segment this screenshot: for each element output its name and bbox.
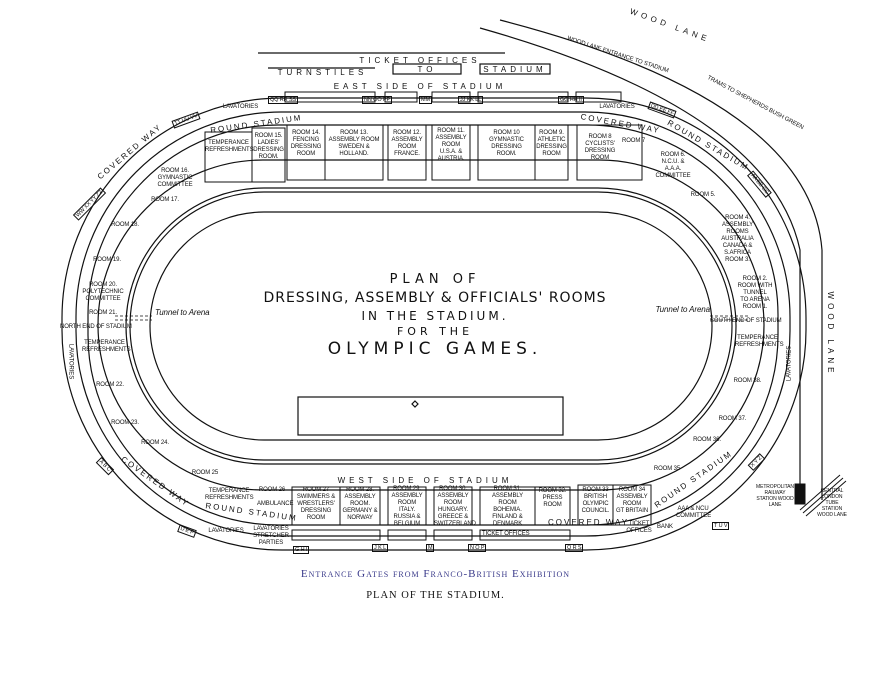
railway-stations [794,474,847,517]
north-end-label: NORTH END OF STADIUM [60,324,132,330]
room-38: ROOM 38. [733,378,762,384]
tunnel-to-arena-north: Tunnel to Arena [155,308,210,317]
room-31: ROOM 31. ASSEMBLY ROOM BOHEMIA. FINLAND … [491,486,524,527]
gate-n-o-p[interactable]: N O P [468,544,487,552]
ticket-offices-west: TICKET OFFICES [482,531,530,537]
room-29: ROOM 29. ASSEMBLY ROOM ITALY. RUSSIA & B… [391,486,423,527]
west-rooms [291,484,652,541]
south-end-label: SOUTH END OF STADIUM [710,318,782,324]
ticket-office-lines [258,52,551,75]
gate-g-h-i[interactable]: G H I [293,546,310,554]
room-4-3: ROOM 4. ASSEMBLY ROOMS AUSTRALIA CANADA … [721,215,754,263]
room-12: ROOM 12. ASSEMBLY ROOM FRANCE. [391,130,423,157]
gate-m[interactable]: M [426,544,435,552]
lavatories-south: LAVATORIES [786,345,793,382]
lavatories-north: LAVATORIES [67,343,74,380]
central-london-station-label: CENTRAL LONDON TUBE STATION WOOD LANE [817,488,847,518]
room-18: ROOM 18. [111,222,139,228]
room-2-1: ROOM 2. ROOM WITH TUNNEL TO ARENA ROOM 1… [737,276,773,310]
room-28: ROOM 28. ASSEMBLY ROOM. GERMANY & NORWAY [342,487,378,521]
east-rooms [204,91,643,183]
room-11: ROOM 11. ASSEMBLY ROOM U.S.A. & AUSTRIA. [435,128,467,162]
plan-title-line2: DRESSING, ASSEMBLY & OFFICIALS' ROOMS [263,290,607,306]
field-enclosure [297,396,564,436]
east-side-label: EAST SIDE OF STADIUM [333,82,507,91]
track-inner [129,191,733,461]
gate-j-k-l[interactable]: J K L [372,544,389,552]
room-37: ROOM 37. [718,416,747,422]
field-marker [411,400,419,408]
gate-q-r-s[interactable]: Q R S [565,544,584,552]
covered-way-sw2: COVERED WAY [548,518,630,527]
gate-qq-rr-ss[interactable]: QQ RR SS [268,96,299,104]
room-32: ROOM 32. PRESS ROOM [538,488,567,508]
room-19: ROOM 19. [93,257,121,263]
room-25: ROOM 25 [191,470,219,476]
room-34: ROOM 34 ASSEMBLY ROOM GT BRITAIN [615,487,649,514]
room-24: ROOM 24. [141,440,169,446]
room-33: ROOM 33 BRITISH OLYMPIC COUNCIL. [581,487,610,514]
lavatories-west: LAVATORIES [208,528,244,534]
room-temperance-sw: TEMPERANCE REFRESHMENTS [205,488,254,501]
room-temperance-ne: TEMPERANCE REFRESHMENTS [205,140,254,153]
room-5: ROOM 5. [690,192,716,198]
wood-lane-side-label: WOOD LANE [826,291,835,377]
ticket-offices-sw: TICKET OFFICES [626,521,652,534]
room-20-21: ROOM 20. POLYTECHNIC COMMITTEE ROOM 21. [82,282,124,316]
gate-jj-kk-ll[interactable]: JJ KK LL [458,96,484,104]
room-7: ROOM 7 [622,138,646,144]
room-6: ROOM 6. N.C.U. & A.A.A. COMMITTEE [655,152,691,179]
room-35: ROOM 35 [653,466,681,472]
room-temperance-north: TEMPERANCE REFRESHMENTS [82,340,131,353]
room-15: ROOM 15. LADIES' DRESSING ROOM. [253,133,284,160]
room-8: ROOM 8 CYCLISTS' DRESSING ROOM [584,134,616,161]
to-label: TO [417,65,437,74]
bank-label: BANK [657,524,673,530]
metropolitan-station-label: METROPOLITAN RAILWAY STATION WOOD LANE [756,484,794,508]
covered-way-inner [75,111,791,537]
lavatories-stretcher-label: LAVATORIES STRETCHER PARTIES [253,526,289,546]
room-23: ROOM 23. [111,420,139,426]
plan-title-line5: OLYMPIC GAMES. [327,339,543,359]
plan-caption: PLAN OF THE STADIUM. [366,590,505,601]
gate-t-u-v[interactable]: T U V [712,522,730,530]
stadium-label: STADIUM [483,65,547,74]
arena-field [149,211,713,441]
room-16: ROOM 16. GYMNASTIC COMMITTEE [157,168,193,188]
stands-inner [97,159,765,491]
room-10: ROOM 10 GYMNASTIC DRESSING ROOM. [489,130,524,157]
track-outer [125,187,737,465]
plan-title-line4: FOR THE [396,325,474,338]
lavatories-ne: LAVATORIES [222,104,259,110]
gate-nn-oo-pp[interactable]: NN OO PP [362,96,393,104]
room-27: ROOM 27 SWIMMERS & WRESTLERS' DRESSING R… [296,487,336,521]
plan-title-line1: PLAN OF [389,272,481,287]
plan-title-line3: IN THE STADIUM. [361,309,509,323]
room-30: ROOM 30. ASSEMBLY ROOM HUNGARY. GREECE &… [434,486,476,527]
wood-lane-road [479,19,823,500]
committee-label: AAA & NCU COMMITTEE [676,506,712,519]
room-9: ROOM 9. ATHLETIC DRESSING ROOM [536,130,567,157]
tunnel-to-arena-south: Tunnel to Arena [655,305,710,314]
room-13: ROOM 13. ASSEMBLY ROOM SWEDEN & HOLLAND. [328,130,380,157]
room-14: ROOM 14. FENCING DRESSING ROOM [290,130,322,157]
ticket-offices-label: TICKET OFFICES [359,56,481,65]
room-22: ROOM 22. [96,382,124,388]
gate-mm[interactable]: MM [419,96,432,104]
west-side-label: WEST SIDE OF STADIUM [337,476,513,485]
room-temperance-south: TEMPERANCE REFRESHMENTS [735,335,784,348]
room-17: ROOM 17. [151,197,179,203]
lavatories-e: LAVATORIES [599,104,635,110]
room-36: ROOM 36. [693,437,721,443]
tunnels [115,315,748,321]
gate-gg-hh-ii[interactable]: GG HH II [558,96,584,104]
turnstiles-label: TURNSTILES [277,68,368,77]
room-26: ROOM 26 AMBULANCE [257,487,294,507]
entrance-gates-caption: Entrance Gates from Franco-British Exhib… [300,568,571,580]
